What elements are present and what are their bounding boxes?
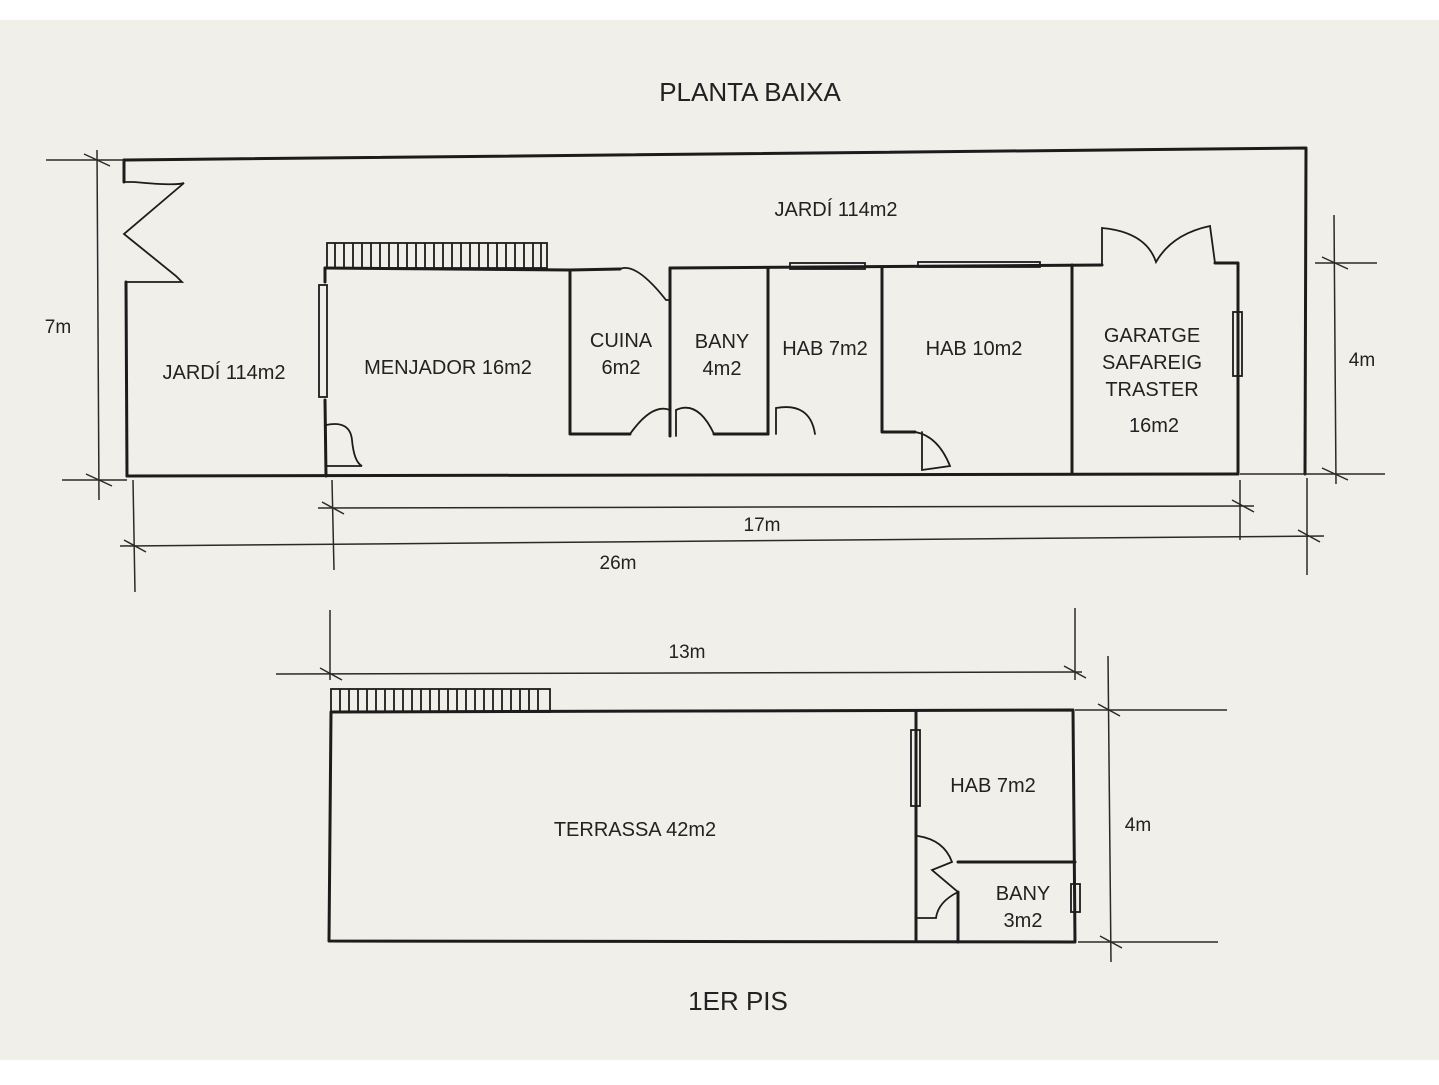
- room-label-jardi-top: JARDÍ 114m2: [774, 198, 897, 221]
- pergola-icon: [326, 242, 548, 269]
- first-floor-dimensions: 13m 4m: [275, 608, 1227, 963]
- room-label-cuina-area: 6m2: [602, 357, 641, 379]
- first-floor-room-labels: TERRASSA 42m2 HAB 7m2 BANY 3m2: [554, 775, 1050, 932]
- room-label-garatge-area: 16m2: [1129, 415, 1179, 437]
- ground-floor-dimensions: 7m 4m 17m 26m: [45, 149, 1385, 593]
- room-label-first-floor-bany-name: BANY: [996, 883, 1050, 905]
- room-label-hab-10: HAB 10m2: [926, 338, 1023, 360]
- room-label-terrassa: TERRASSA 42m2: [554, 819, 716, 841]
- room-label-garatge-line-3: TRASTER: [1105, 379, 1198, 401]
- room-label-bany-name: BANY: [695, 331, 749, 353]
- ground-floor-plan: PLANTA BAIXA: [45, 77, 1385, 593]
- first-floor-door-icon: [917, 835, 960, 919]
- ground-floor-title: PLANTA BAIXA: [659, 77, 841, 107]
- room-label-garatge-line-2: SAFAREIG: [1102, 352, 1202, 374]
- room-label-first-floor-bany-area: 3m2: [1004, 910, 1043, 932]
- house-walls: [323, 261, 1240, 478]
- room-label-garatge-line-1: GARATGE: [1104, 325, 1200, 347]
- first-floor-window-icons: [910, 729, 1081, 913]
- first-floor-plan: 13m 4m TERRASSA 42m2: [275, 608, 1227, 1016]
- dimension-length-13m: 13m: [669, 642, 706, 663]
- ground-floor-room-labels: JARDÍ 114m2 JARDÍ 114m2 MENJADOR 16m2 CU…: [162, 198, 1202, 437]
- dimension-total-length-26m: 26m: [600, 553, 637, 574]
- dimension-building-height-4m: 4m: [1349, 350, 1375, 371]
- dimension-height-7m: 7m: [45, 317, 71, 338]
- plot-outline: [122, 146, 1308, 478]
- paper-background: [0, 20, 1439, 1060]
- door-icons: [325, 224, 1216, 472]
- dimension-building-length-17m: 17m: [744, 515, 781, 536]
- garden-gate-icon: [122, 181, 185, 283]
- room-label-hab-7: HAB 7m2: [782, 338, 868, 360]
- first-floor-walls: [327, 708, 1077, 944]
- room-label-cuina-name: CUINA: [590, 330, 653, 352]
- first-floor-title: 1ER PIS: [688, 986, 788, 1016]
- room-label-menjador: MENJADOR 16m2: [364, 357, 532, 379]
- room-label-first-floor-hab-7: HAB 7m2: [950, 775, 1036, 797]
- room-label-bany-area: 4m2: [703, 358, 742, 380]
- window-icons: [318, 261, 1243, 398]
- dimension-first-floor-height-4m: 4m: [1125, 815, 1151, 836]
- room-label-jardi-left: JARDÍ 114m2: [162, 361, 285, 384]
